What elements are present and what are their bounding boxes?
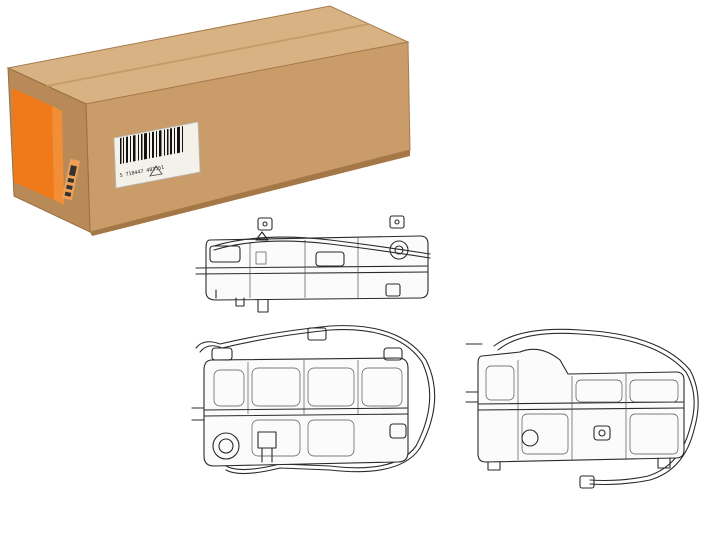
coolant-expansion-tank-side-view: [465, 328, 699, 489]
recycle-icon: [149, 165, 163, 177]
coolant-expansion-tank-top-view: [195, 215, 431, 313]
barcode-label: 5 710447 483551: [113, 121, 201, 189]
cardboard-box: 5 710447 483551: [6, 5, 411, 236]
coolant-expansion-tank-front-view: [191, 325, 436, 475]
brand-label: [12, 88, 81, 205]
barcode-bars: [120, 126, 183, 164]
nrf-logo-mark: [61, 158, 81, 201]
